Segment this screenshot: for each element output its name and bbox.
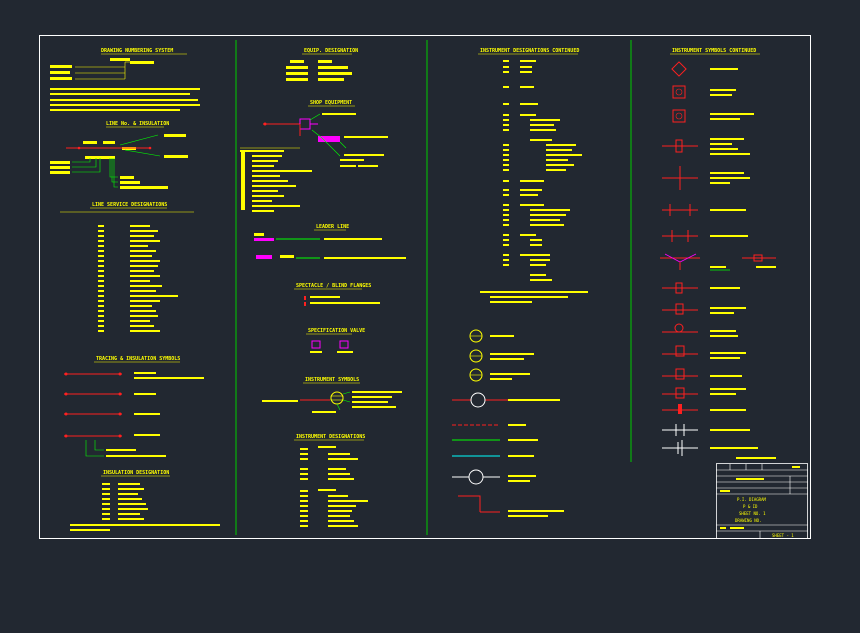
col2-title-instrument: INSTRUMENT SYMBOLS (305, 377, 359, 383)
col1-title-line-no: LINE No. & INSULATION (106, 121, 169, 127)
col2-title-spectacle: SPECTACLE / BLIND FLANGES (296, 283, 371, 289)
title-block-sheet-no: SHEET - 1 (772, 533, 794, 538)
column-4: INSTRUMENT SYMBOLS CONTINUED (660, 48, 776, 456)
shop-equipment-symbol (240, 113, 388, 212)
col2-title-leader: LEADER LINE (316, 224, 349, 230)
col2-title-spec-valve: SPECIFICATION VALVE (308, 328, 365, 334)
instrument-symbol-group (262, 391, 402, 413)
column-3: INSTRUMENT DESIGNATIONS CONTINUED (452, 48, 588, 517)
title-block-line-1: P.I. DIAGRAM (737, 497, 766, 502)
title-block: P.I. DIAGRAM P & ID SHEET NO. 1 DRAWING … (716, 457, 808, 539)
col4-symbols (660, 61, 776, 456)
column-2: EQUIP. DESIGNATION SHOP EQUIPMENT (240, 48, 406, 527)
col1-title-service: LINE SERVICE DESIGNATIONS (92, 202, 167, 208)
col2-title-inst-desig: INSTRUMENT DESIGNATIONS (296, 434, 365, 440)
col2-title-shop: SHOP EQUIPMENT (310, 100, 352, 106)
col1-title-tracing: TRACING & INSULATION SYMBOLS (96, 356, 180, 362)
title-block-line-4: DRAWING NO. (735, 518, 762, 523)
col3-title: INSTRUMENT DESIGNATIONS CONTINUED (480, 48, 579, 54)
col2-title-equip: EQUIP. DESIGNATION (304, 48, 358, 54)
tracing-symbols (64, 372, 204, 457)
title-block-line-2: P & ID (743, 504, 758, 509)
col1-title-numbering: DRAWING NUMBERING SYSTEM (101, 48, 173, 54)
leader-line-symbols (254, 233, 406, 259)
title-block-line-3: SHEET NO. 1 (739, 511, 766, 516)
col4-title: INSTRUMENT SYMBOLS CONTINUED (672, 48, 756, 54)
column-1: DRAWING NUMBERING SYSTEM LINE No. & INSU… (50, 48, 220, 531)
inst-symbols-col3 (452, 329, 564, 517)
sheet-border (39, 35, 811, 539)
col1-title-insulation: INSULATION DESIGNATION (103, 470, 169, 476)
